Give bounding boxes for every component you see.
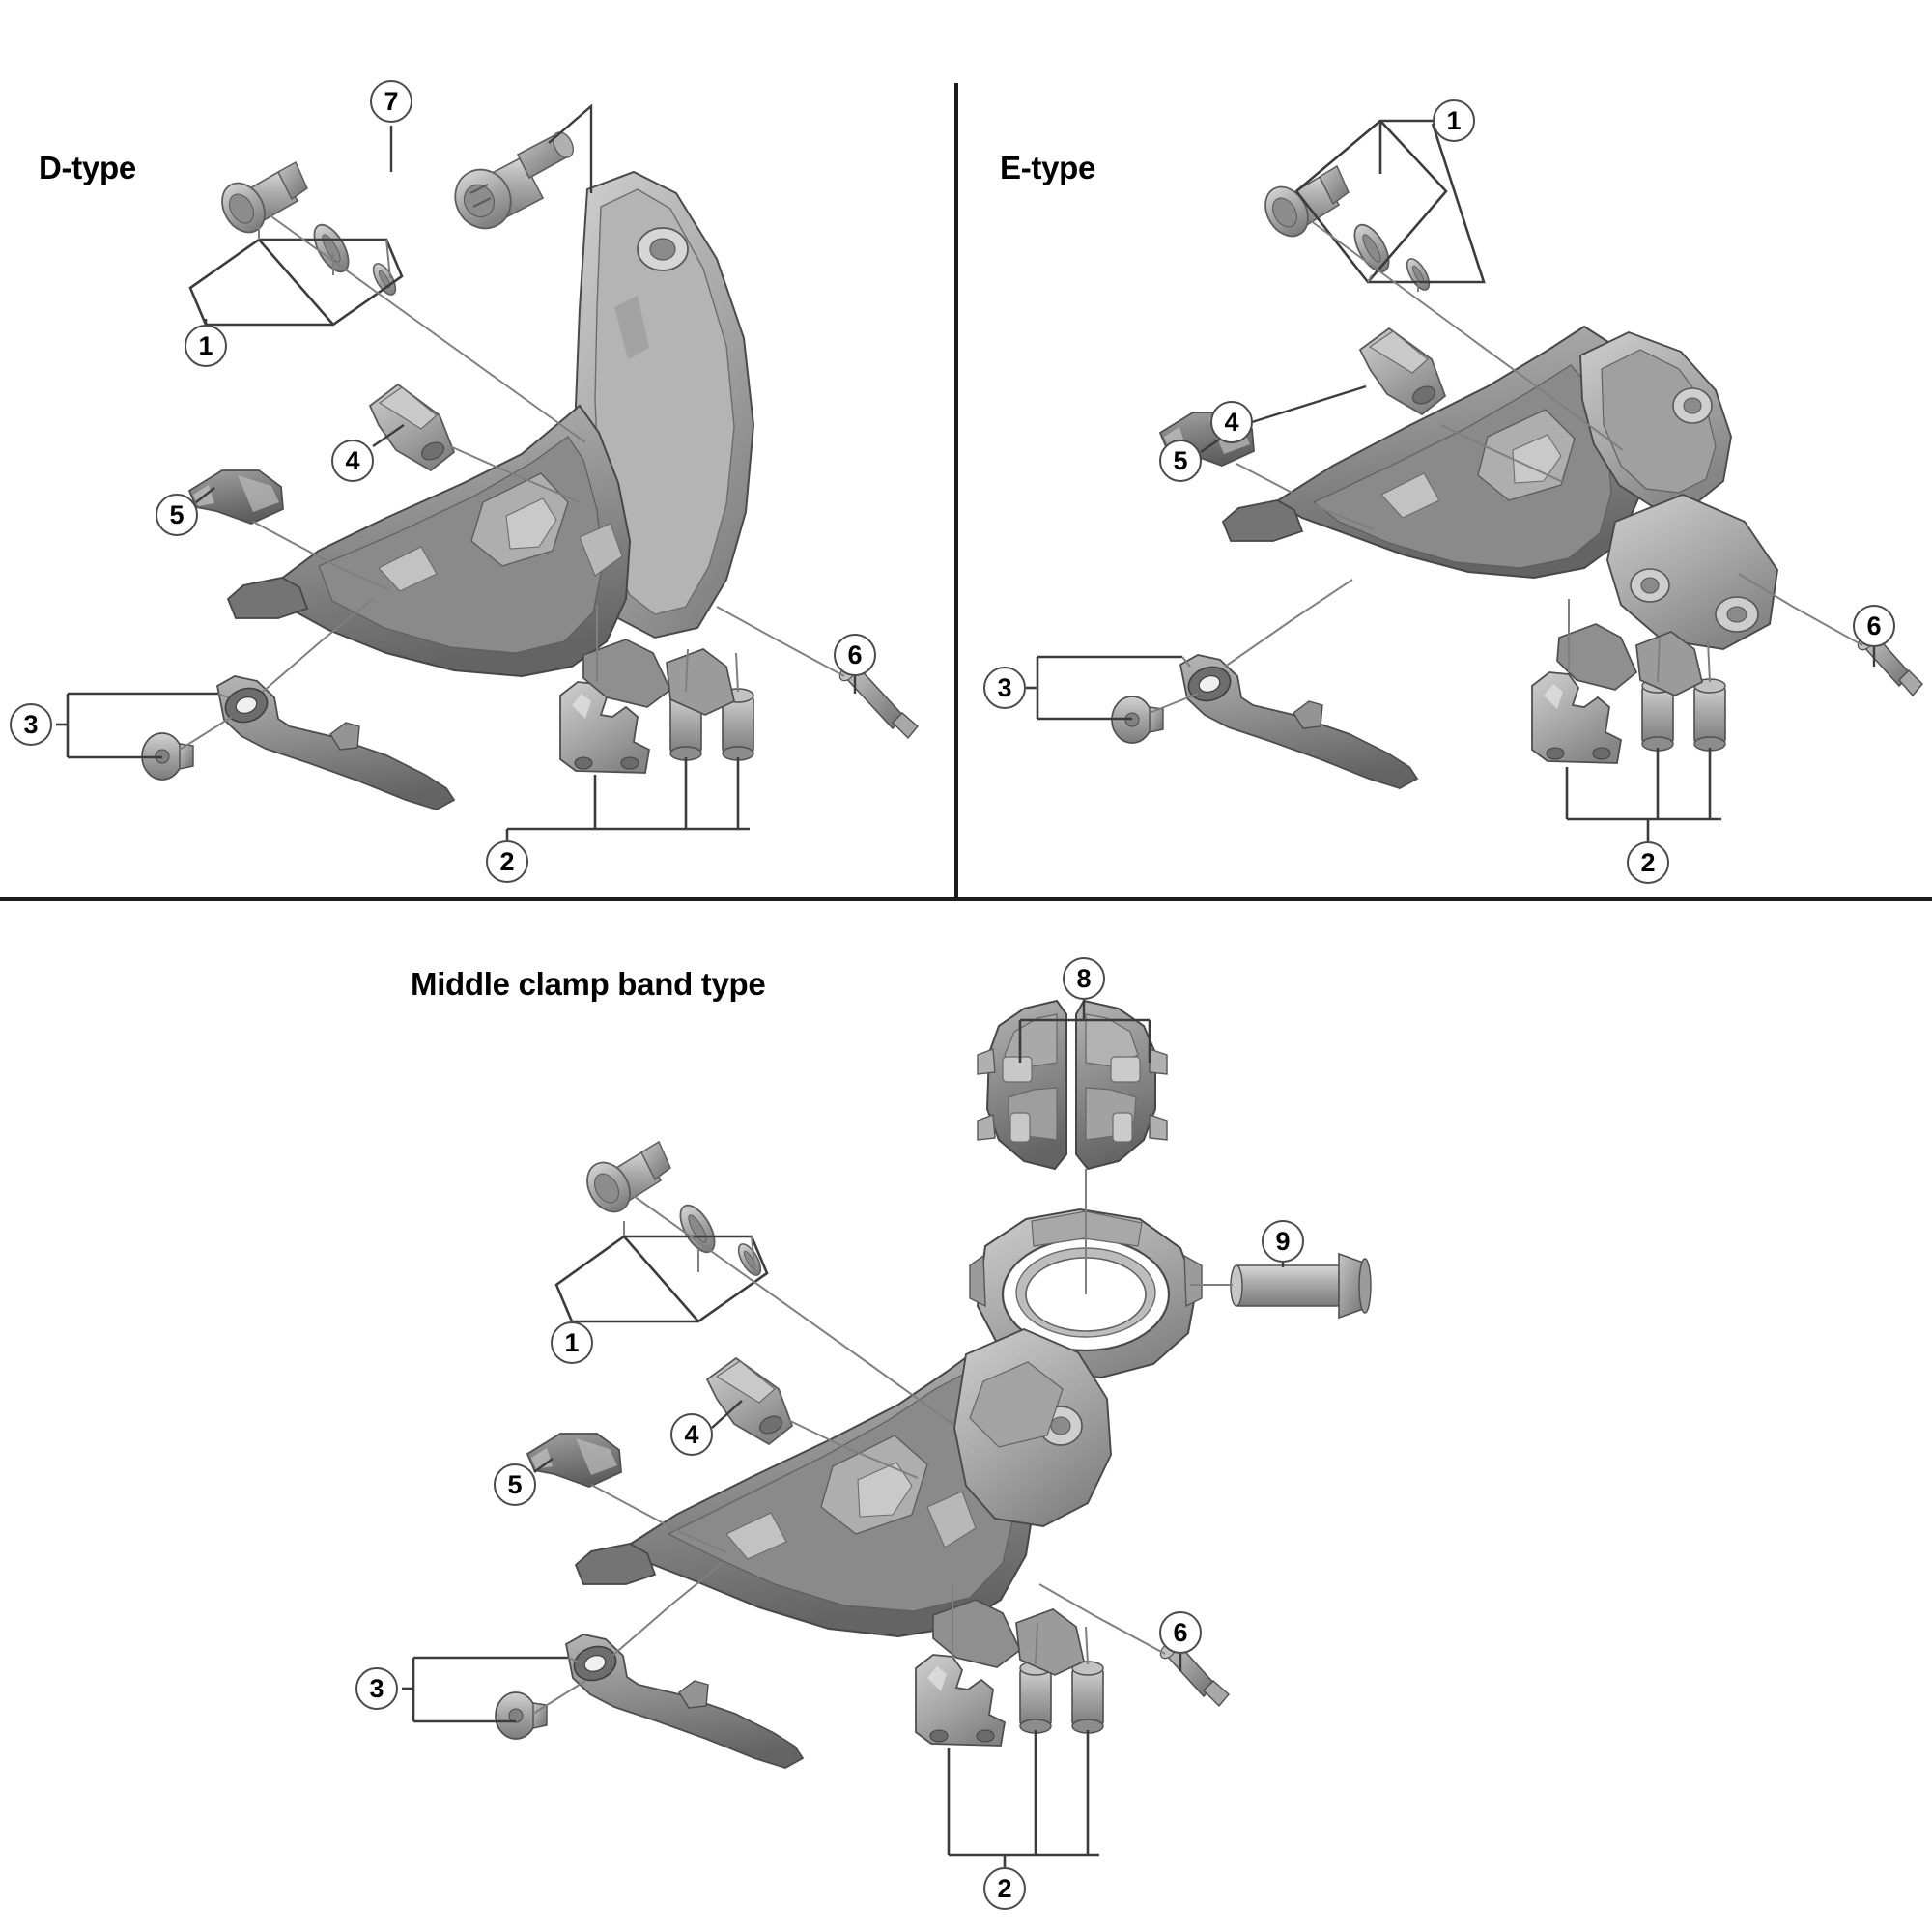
callout-m-8[interactable]: 8 bbox=[1063, 957, 1105, 1000]
callout-m-6[interactable]: 6 bbox=[1159, 1611, 1202, 1654]
m-part-1-fixing-bolt-washer-set bbox=[586, 1140, 762, 1276]
e-part-2-cable-fixing-plate-and-bushings bbox=[1531, 671, 1726, 764]
m-part-3-link-arm-and-bolt bbox=[495, 1634, 805, 1769]
panel-divider-horizontal bbox=[0, 897, 1932, 901]
callout-d-7[interactable]: 7 bbox=[370, 80, 412, 123]
e-part-4-adjust-block bbox=[1358, 327, 1447, 416]
d-type-artwork bbox=[141, 131, 919, 810]
e-part-3-link-arm-and-bolt bbox=[1111, 654, 1419, 789]
callout-d-4[interactable]: 4 bbox=[331, 440, 374, 482]
callout-m-1[interactable]: 1 bbox=[551, 1321, 593, 1364]
m-part-4-adjust-block bbox=[705, 1356, 794, 1446]
panel-title-d-type: D-type bbox=[39, 150, 136, 185]
part-7-mounting-bolt bbox=[454, 131, 575, 230]
callout-e-6[interactable]: 6 bbox=[1853, 605, 1895, 647]
callout-e-4[interactable]: 4 bbox=[1210, 401, 1253, 443]
part-8-clamp-band-halves bbox=[977, 999, 1168, 1171]
callout-m-5[interactable]: 5 bbox=[494, 1463, 536, 1506]
m-part-5-cover-cap bbox=[526, 1433, 622, 1488]
panel-title-e-type: E-type bbox=[1000, 150, 1096, 185]
panel-divider-vertical bbox=[954, 83, 958, 899]
e-type-artwork bbox=[1111, 164, 1923, 789]
callout-d-1[interactable]: 1 bbox=[185, 325, 227, 367]
part-5-cover-cap bbox=[187, 469, 284, 525]
part-2-cable-fixing-plate-and-bushings bbox=[559, 681, 754, 774]
part-1-fixing-bolt-washer-set bbox=[221, 160, 397, 296]
panel-title-middle-clamp-band-type: Middle clamp band type bbox=[411, 966, 766, 1002]
callout-e-5[interactable]: 5 bbox=[1159, 440, 1202, 482]
middle-clamp-band-leaders bbox=[402, 1000, 1285, 1867]
callout-d-2[interactable]: 2 bbox=[486, 840, 528, 883]
callout-m-3[interactable]: 3 bbox=[355, 1667, 398, 1710]
callout-d-6[interactable]: 6 bbox=[834, 634, 876, 676]
d-type-derailleur-body bbox=[226, 170, 755, 716]
part-3-link-arm-and-bolt bbox=[141, 675, 456, 810]
d-type-leaders bbox=[56, 103, 857, 840]
callout-m-9[interactable]: 9 bbox=[1262, 1220, 1304, 1263]
callout-m-2[interactable]: 2 bbox=[983, 1867, 1026, 1910]
callout-e-2[interactable]: 2 bbox=[1627, 841, 1669, 884]
e-part-1-fixing-bolt-washer-set bbox=[1264, 164, 1431, 291]
callout-d-5[interactable]: 5 bbox=[156, 494, 198, 536]
middle-clamp-derailleur-body bbox=[574, 1208, 1203, 1676]
e-type-derailleur-body bbox=[1221, 325, 1778, 696]
middle-clamp-band-artwork bbox=[495, 999, 1372, 1769]
part-4-adjust-block bbox=[368, 383, 456, 472]
part-9-clamp-band-bolt bbox=[1230, 1252, 1372, 1320]
callout-d-3[interactable]: 3 bbox=[10, 703, 52, 746]
callout-e-3[interactable]: 3 bbox=[983, 667, 1026, 709]
m-part-2-cable-fixing-plate-and-bushings bbox=[915, 1654, 1104, 1747]
e-type-leaders bbox=[1026, 119, 1876, 841]
callout-m-4[interactable]: 4 bbox=[670, 1413, 713, 1456]
callout-e-1[interactable]: 1 bbox=[1433, 99, 1475, 142]
